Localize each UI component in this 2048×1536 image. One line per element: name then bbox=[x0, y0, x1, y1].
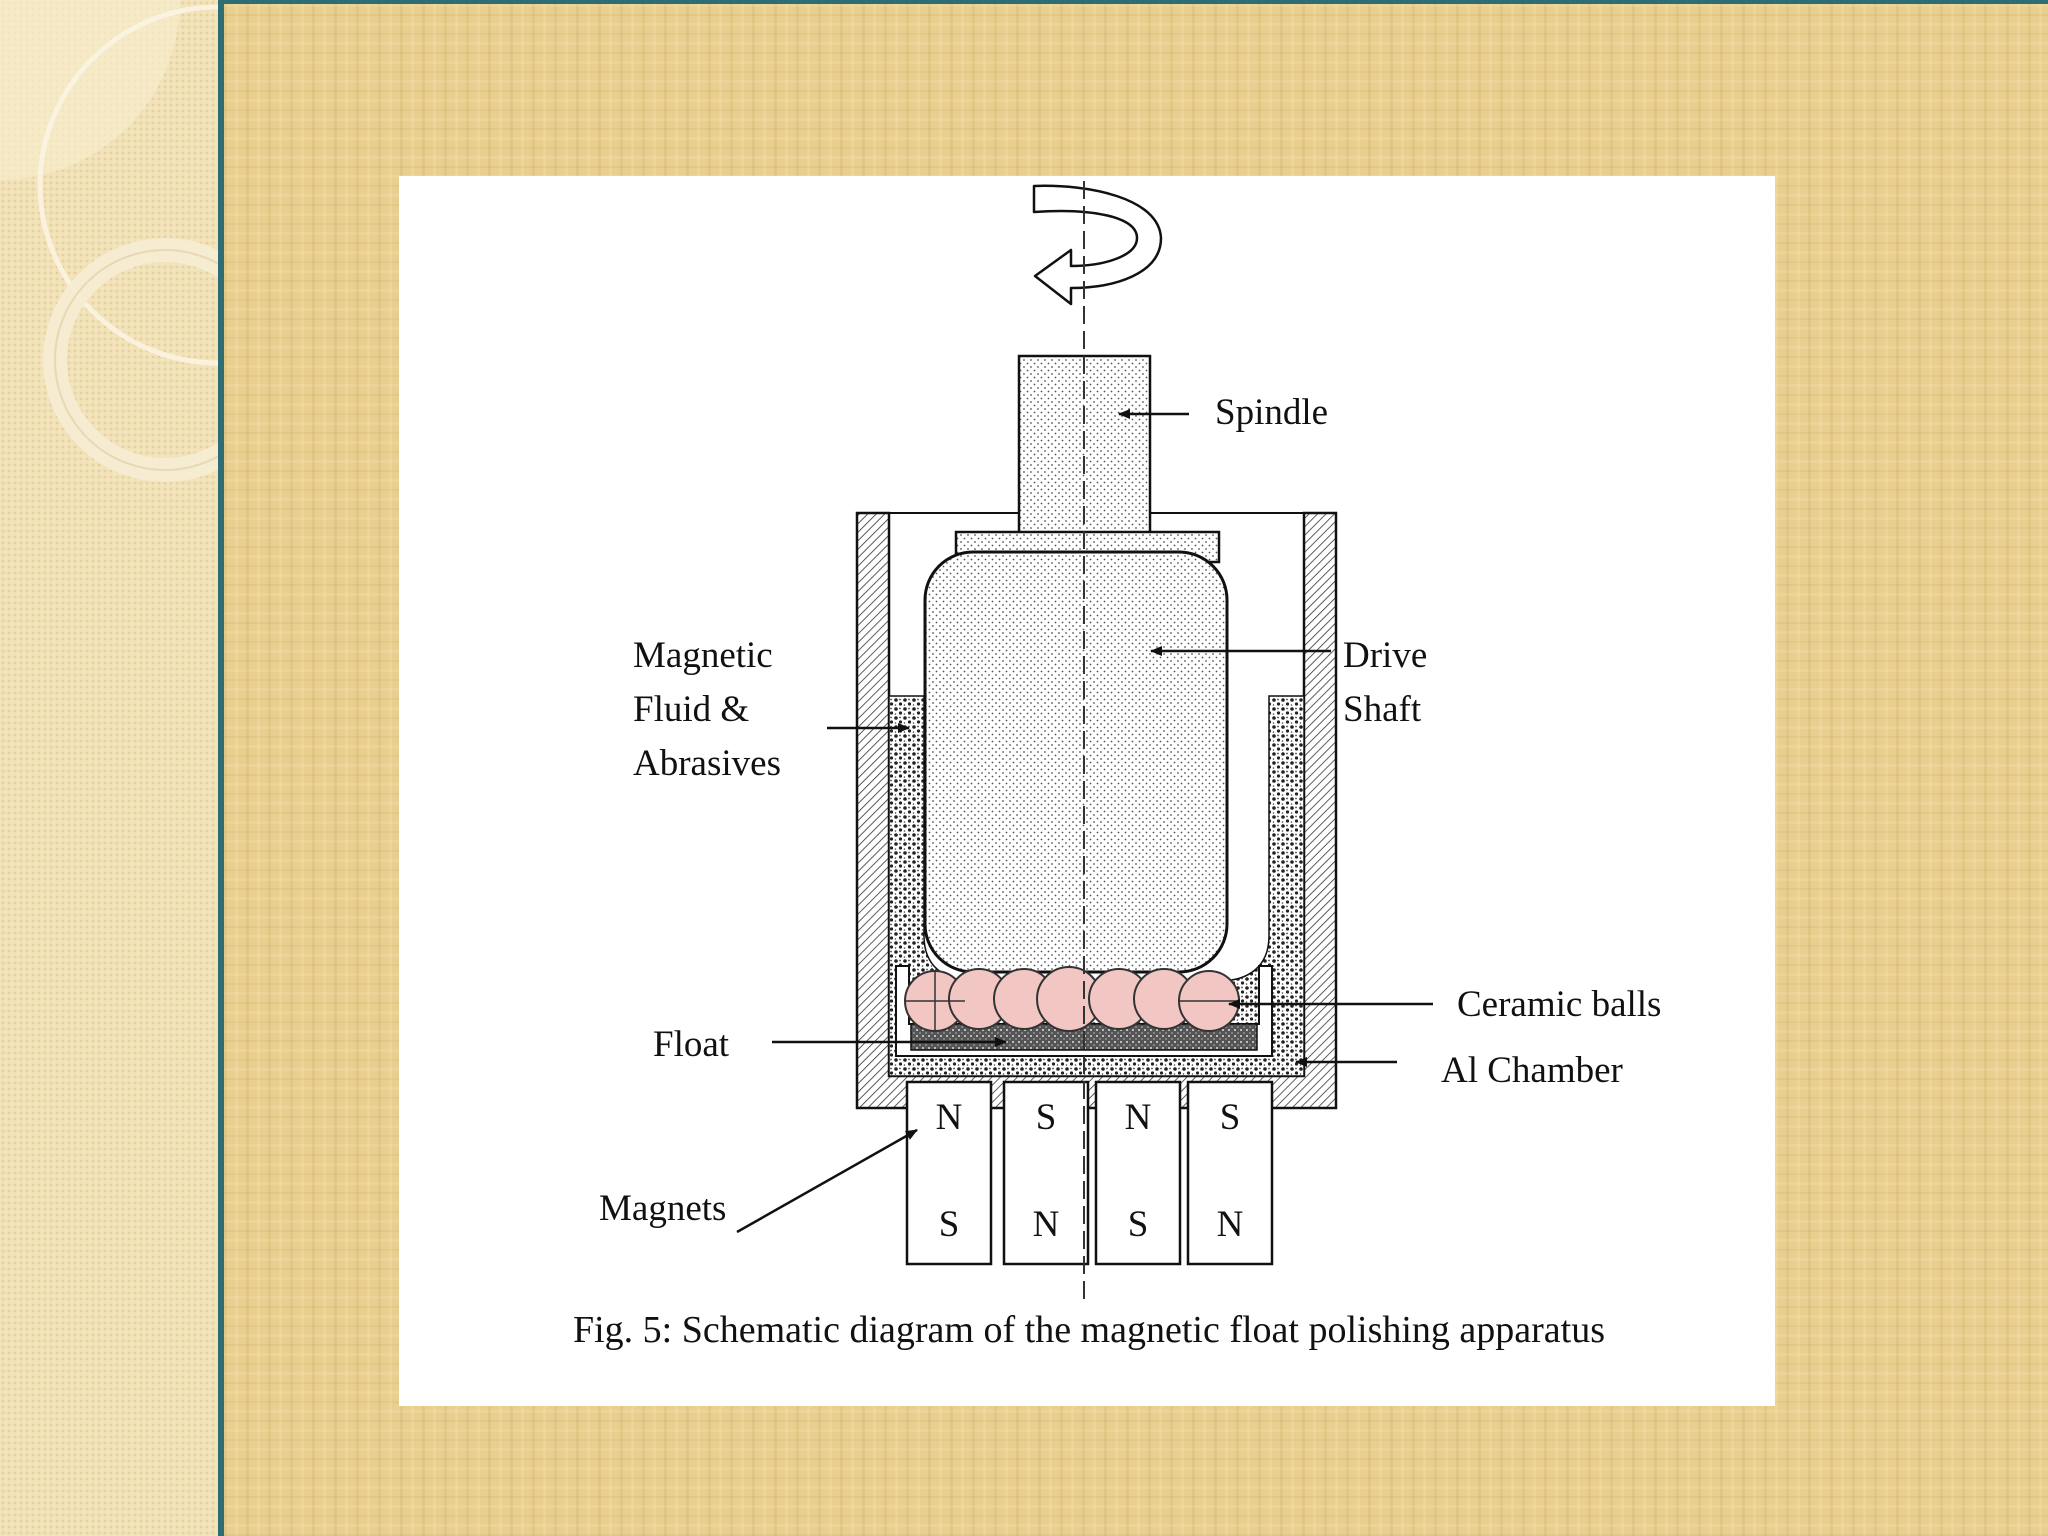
label-magnetic-fluid-line1: Magnetic bbox=[633, 635, 773, 676]
label-ceramic-balls: Ceramic balls bbox=[1457, 984, 1661, 1025]
figure-caption: Fig. 5: Schematic diagram of the magneti… bbox=[573, 1309, 1605, 1351]
magnet-3-bottom-pole: S bbox=[1128, 1204, 1149, 1245]
decorative-rings bbox=[0, 0, 218, 482]
label-magnetic-fluid-line3: Abrasives bbox=[633, 743, 781, 784]
figure-card: N S N S S N S N Spindle Drive Shaft Magn… bbox=[399, 176, 1775, 1406]
left-decorative-strip bbox=[0, 0, 218, 1536]
label-drive-shaft-line2: Shaft bbox=[1343, 689, 1422, 730]
magnet-2-bottom-pole: N bbox=[1033, 1204, 1060, 1245]
ceramic-balls bbox=[904, 966, 1240, 1032]
magnet-4-bottom-pole: N bbox=[1217, 1204, 1244, 1245]
label-al-chamber: Al Chamber bbox=[1441, 1050, 1623, 1091]
label-magnetic-fluid-line2: Fluid & bbox=[633, 689, 749, 730]
leader-lines bbox=[736, 409, 1433, 1234]
magnet-2-top-pole: S bbox=[1036, 1097, 1057, 1138]
magnet-3-top-pole: N bbox=[1125, 1097, 1152, 1138]
label-float: Float bbox=[653, 1024, 730, 1065]
schematic-diagram: N S N S S N S N Spindle Drive Shaft Magn… bbox=[573, 181, 1661, 1351]
magnets: N S N S S N S N bbox=[905, 1080, 1274, 1266]
magnet-4-top-pole: S bbox=[1220, 1097, 1241, 1138]
spindle bbox=[954, 354, 1221, 564]
label-magnets: Magnets bbox=[599, 1188, 726, 1229]
magnet-1-bottom-pole: S bbox=[939, 1204, 960, 1245]
rotation-arrow-icon bbox=[1032, 184, 1163, 306]
drive-shaft bbox=[923, 550, 1229, 974]
label-drive-shaft-line1: Drive bbox=[1343, 635, 1427, 676]
magnet-1-top-pole: N bbox=[936, 1097, 963, 1138]
label-spindle: Spindle bbox=[1215, 392, 1328, 433]
